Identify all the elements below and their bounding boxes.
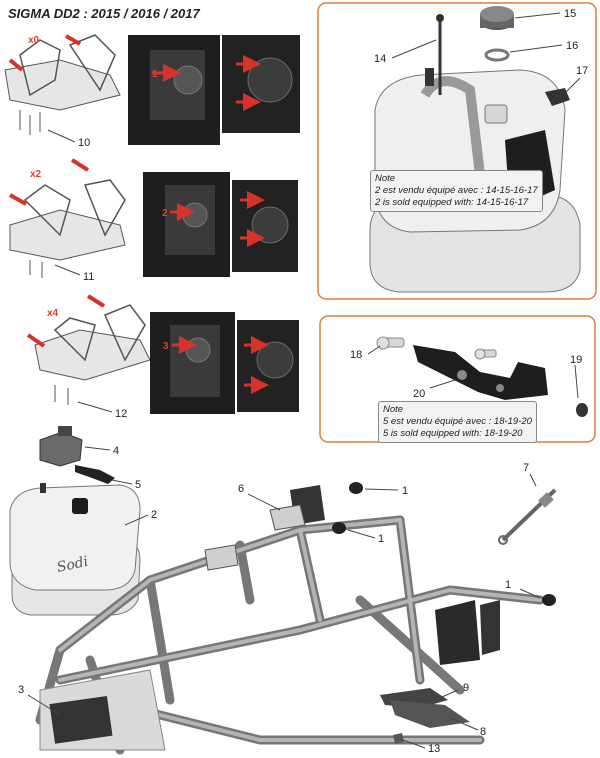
note-heading: Note — [383, 404, 404, 415]
note-text-en: 5 is sold equipped with: 18-19-20 — [383, 428, 523, 439]
callout-15: 15 — [564, 8, 576, 20]
page-title: SIGMA DD2 : 2015 / 2016 / 2017 — [8, 6, 200, 21]
callout-8: 8 — [480, 726, 486, 738]
multiplier-label: x2 — [30, 169, 42, 180]
part-8-pedal-plate — [390, 700, 470, 728]
floor-pan-plate — [49, 696, 113, 744]
detail-number: 2 — [162, 208, 168, 219]
tank-exploded-view — [369, 6, 581, 293]
part-5-bracket — [75, 465, 115, 484]
note-heading: Note — [375, 173, 396, 184]
callout-6: 6 — [238, 483, 244, 495]
callout-5: 5 — [135, 479, 141, 491]
callout-1a: 1 — [402, 485, 408, 497]
part-1-caps — [332, 482, 556, 606]
part-13-nut — [393, 733, 404, 744]
callout-18: 18 — [350, 349, 362, 361]
note-bracket: Note 5 est vendu équipé avec : 18-19-20 … — [378, 401, 537, 443]
frame-clip-illustration-1 — [4, 34, 121, 135]
callout-2: 2 — [151, 509, 157, 521]
detail-number: 1 — [152, 69, 158, 80]
multiplier-label: x4 — [47, 308, 59, 319]
callout-10: 10 — [78, 137, 90, 149]
callout-11: 11 — [83, 271, 94, 283]
part-7-rod — [498, 488, 557, 545]
callout-4: 4 — [113, 445, 119, 457]
callout-12: 12 — [115, 408, 127, 420]
callout-19: 19 — [570, 354, 582, 366]
note-tank: Note 2 est vendu équipé avec : 14-15-16-… — [370, 170, 543, 212]
callout-20: 20 — [413, 388, 425, 400]
callout-16: 16 — [566, 40, 578, 52]
tank-brand-logo: Sodi — [56, 554, 90, 576]
callout-7: 7 — [523, 462, 529, 474]
callout-17: 17 — [576, 65, 588, 77]
callout-3: 3 — [18, 684, 24, 696]
detail-row-2: x2 2 11 — [9, 158, 298, 283]
seat-mount-clips — [204, 504, 306, 571]
detail-row-3: x4 3 12 — [26, 294, 299, 420]
callout-13: 13 — [428, 743, 440, 755]
part-2-fuel-tank: Sodi — [9, 483, 141, 616]
multiplier-label: x0 — [28, 35, 40, 46]
callout-1c: 1 — [505, 579, 511, 591]
detail-number: 3 — [163, 341, 169, 352]
callout-1b: 1 — [378, 533, 384, 545]
note-text-en: 2 is sold equipped with: 14-15-16-17 — [375, 197, 529, 208]
callout-9: 9 — [463, 682, 469, 694]
note-text-fr: 2 est vendu équipé avec : 14-15-16-17 — [375, 185, 538, 196]
note-text-fr: 5 est vendu équipé avec : 18-19-20 — [383, 416, 532, 427]
bracket-exploded-view — [376, 336, 588, 417]
callout-14: 14 — [374, 53, 386, 65]
tank-detail-frame — [317, 2, 597, 300]
spindle-brackets — [290, 485, 500, 665]
part-4-clamp — [39, 426, 83, 467]
detail-row-1: x0 1 10 — [4, 34, 300, 149]
